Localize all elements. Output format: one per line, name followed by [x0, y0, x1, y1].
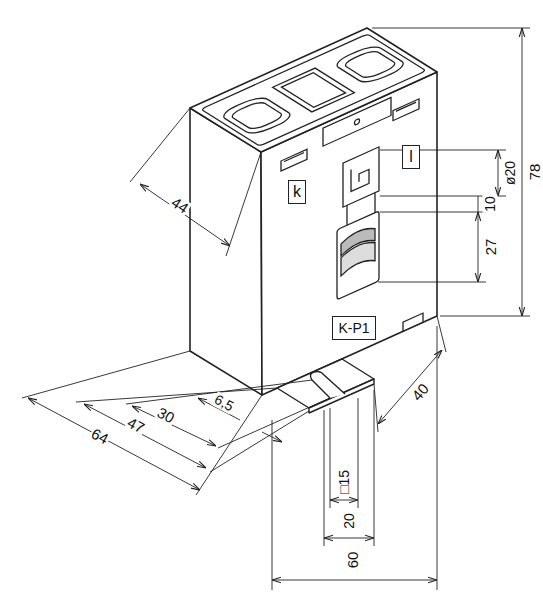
dimension-label: 44	[168, 194, 192, 217]
dimension-label: 30	[154, 404, 178, 426]
left-face	[190, 108, 262, 395]
marking-text: k	[293, 184, 301, 200]
dimension-label: 78	[527, 163, 542, 182]
marking-box: k	[288, 180, 306, 204]
marking-text: l	[409, 149, 413, 165]
dimension-label: □15	[337, 469, 352, 495]
dimension-label: 40	[408, 380, 432, 404]
dimension-label: 60	[345, 551, 360, 570]
dimension-label: 20	[342, 512, 357, 530]
dimension-label: 64	[88, 425, 112, 447]
dimension-label: 6,5	[211, 391, 237, 414]
dimension-label: 27	[483, 238, 498, 257]
dimension-label: 47	[124, 414, 148, 436]
dimension-label: 10	[483, 195, 498, 213]
marking-box: K-P1	[332, 316, 376, 340]
dimension-label: ø20	[503, 160, 518, 186]
marking-box: l	[402, 145, 420, 169]
marking-text: K-P1	[338, 320, 369, 336]
top-face	[190, 28, 437, 152]
